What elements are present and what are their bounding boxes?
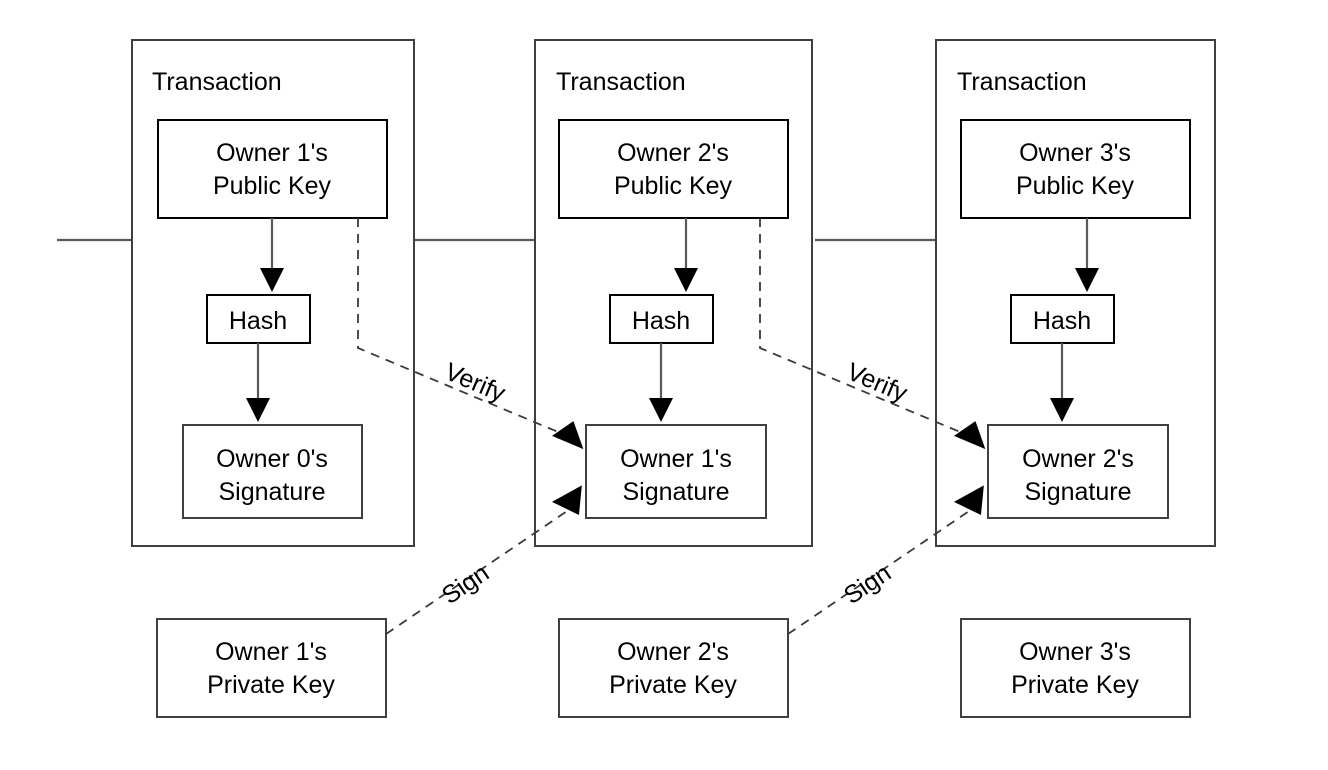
transaction-3[interactable]: Transaction Owner 3's Public Key Hash Ow…: [935, 39, 1216, 547]
transaction-1[interactable]: Transaction Owner 1's Public Key Hash Ow…: [131, 39, 415, 547]
transaction-1-hash-label: Hash: [229, 307, 287, 335]
arrowhead-sign-2: [953, 485, 984, 516]
transaction-3-title: Transaction: [957, 68, 1087, 96]
arrowhead-hash1-right: [260, 268, 284, 292]
transaction-1-signature-line2: Signature: [218, 478, 325, 506]
private-key-2-line1: Owner 2's: [617, 638, 729, 666]
sign-connectors: [385, 485, 984, 635]
arrowhead-sign-1: [551, 485, 582, 516]
private-key-2-line2: Private Key: [609, 671, 737, 699]
transaction-3-public-key-box[interactable]: [960, 119, 1191, 219]
transaction-2-title: Transaction: [556, 68, 686, 96]
sign-line-2: [787, 504, 979, 635]
private-key-3-line1: Owner 3's: [1019, 638, 1131, 666]
arrowhead-hash2-right: [674, 268, 698, 292]
private-key-3-line2: Private Key: [1011, 671, 1139, 699]
transaction-2-public-key-line2: Public Key: [614, 172, 733, 200]
transaction-2-signature-line1: Owner 1's: [620, 445, 732, 473]
transaction-3-signature-line2: Signature: [1024, 478, 1131, 506]
transaction-1-public-key-line2: Public Key: [213, 172, 332, 200]
transaction-2-public-key-box[interactable]: [558, 119, 789, 219]
private-key-box-2[interactable]: [558, 618, 789, 718]
private-key-box-1[interactable]: [156, 618, 387, 718]
arrowhead-verify-1: [552, 421, 584, 450]
transaction-3-signature-box[interactable]: [987, 424, 1169, 519]
transaction-3-hash-label: Hash: [1033, 307, 1091, 335]
transaction-2-signature-line2: Signature: [622, 478, 729, 506]
arrowhead-hash3-right: [1075, 268, 1099, 292]
verify-label-2: Verify: [843, 358, 912, 408]
verify-label-1: Verify: [441, 358, 510, 408]
verify-line-2: [759, 218, 973, 438]
transaction-3-signature-line1: Owner 2's: [1022, 445, 1134, 473]
transaction-3-public-key-line1: Owner 3's: [1019, 139, 1131, 167]
transaction-2-hash-label: Hash: [632, 307, 690, 335]
transaction-1-public-key-line1: Owner 1's: [216, 139, 328, 167]
transaction-1-title: Transaction: [152, 68, 282, 96]
transaction-1-public-key-box[interactable]: [157, 119, 388, 219]
private-key-1-line2: Private Key: [207, 671, 335, 699]
verify-connectors: [357, 218, 986, 450]
arrowhead-signature2: [649, 398, 673, 422]
transaction-1-signature-box[interactable]: [182, 424, 363, 519]
sign-line-1: [385, 504, 577, 635]
transaction-2-signature-box[interactable]: [585, 424, 767, 519]
transaction-2[interactable]: Transaction Owner 2's Public Key Hash Ow…: [534, 39, 813, 547]
private-key-1-line1: Owner 1's: [215, 638, 327, 666]
arrowhead-signature1: [246, 398, 270, 422]
transaction-1-signature-line1: Owner 0's: [216, 445, 328, 473]
arrowhead-signature3: [1050, 398, 1074, 422]
verify-line-1: [357, 218, 571, 438]
transaction-3-public-key-line2: Public Key: [1016, 172, 1135, 200]
arrowhead-verify-2: [954, 421, 986, 450]
private-key-box-3[interactable]: [960, 618, 1191, 718]
private-keys: Owner 1's Private Key Owner 2's Private …: [156, 618, 1191, 718]
transaction-2-public-key-line1: Owner 2's: [617, 139, 729, 167]
